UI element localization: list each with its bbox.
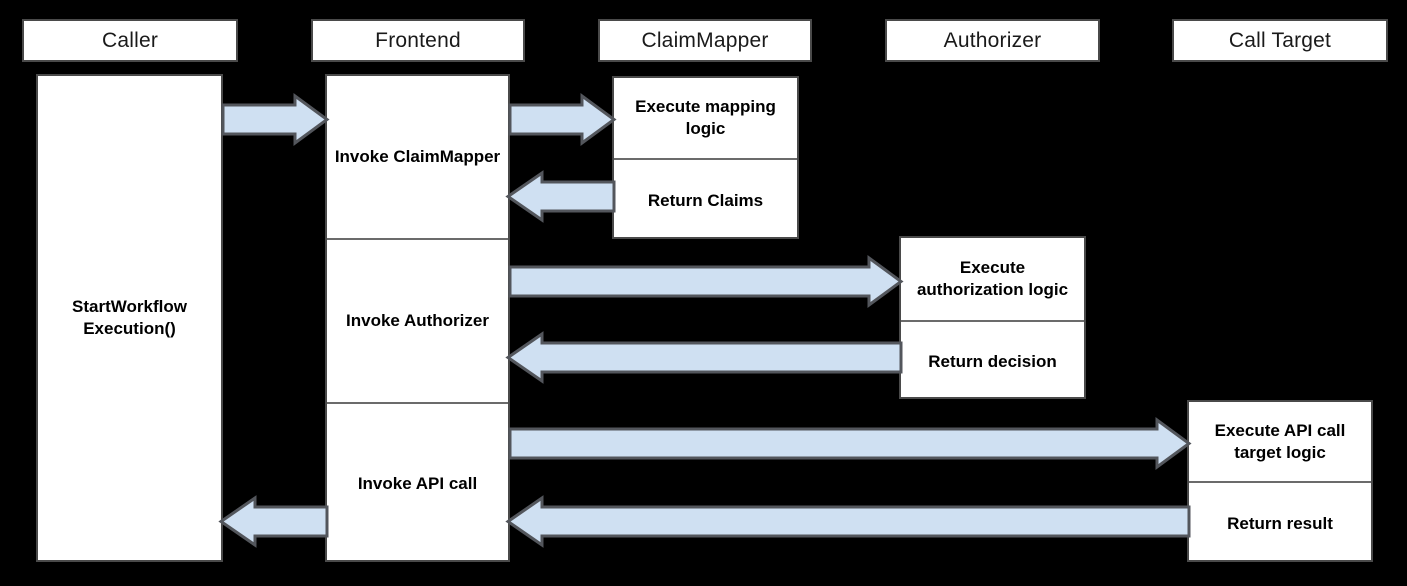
message-arrow-caller-to-frontend [221,93,330,146]
participant-label-caller: Caller [101,28,159,52]
participant-label-claimmapper: ClaimMapper [641,28,769,52]
activation-segment-authorizer-return-decision: Return decision [901,320,1084,401]
participant-label-authorizer: Authorizer [943,28,1042,52]
activation-segment-calltarget-execute-api-call-target-logic: Execute API call target logic [1214,420,1346,462]
participant-header-frontend: Frontend [311,19,525,62]
message-arrow-frontend-to-caller [218,495,329,548]
activation-segment-frontend-invoke-authorizer: Invoke Authorizer [327,238,508,402]
message-arrow-authorizer-to-frontend [505,331,903,384]
activation-segment-calltarget-return-result: Return result [1189,481,1371,564]
activation-authorizer: Execute authorization logic Return decis… [899,236,1086,399]
message-arrow-frontend-to-calltarget [508,417,1192,470]
participant-label-calltarget: Call Target [1228,28,1332,52]
activation-segment-claimmapper-return-claims: Return Claims [614,158,797,241]
participant-header-caller: Caller [22,19,238,62]
message-arrow-frontend-to-claimmapper [508,93,617,146]
message-arrow-calltarget-to-frontend [505,495,1191,548]
participant-header-claimmapper: ClaimMapper [598,19,812,62]
participant-header-authorizer: Authorizer [885,19,1100,62]
participant-header-calltarget: Call Target [1172,19,1388,62]
activation-segment-frontend-invoke-claimmapper: Invoke ClaimMapper [334,147,501,167]
message-arrow-claimmapper-to-frontend [505,170,616,223]
activation-claimmapper: Execute mapping logic Return Claims [612,76,799,239]
activation-segment-authorizer-execute-authorization-logic: Execute authorization logic [916,258,1069,299]
activation-segment-claimmapper-execute-mapping-logic: Execute mapping logic [635,97,776,138]
activation-segment-caller-start-workflow: StartWorkflow Execution() [72,297,187,338]
activation-calltarget: Execute API call target logic Return res… [1187,400,1373,562]
message-arrow-frontend-to-authorizer [508,255,904,308]
activation-caller: StartWorkflow Execution() [36,74,223,562]
activation-segment-frontend-invoke-api-call: Invoke API call [327,402,508,564]
activation-frontend: Invoke ClaimMapper Invoke Authorizer Inv… [325,74,510,562]
participant-label-frontend: Frontend [375,28,461,52]
